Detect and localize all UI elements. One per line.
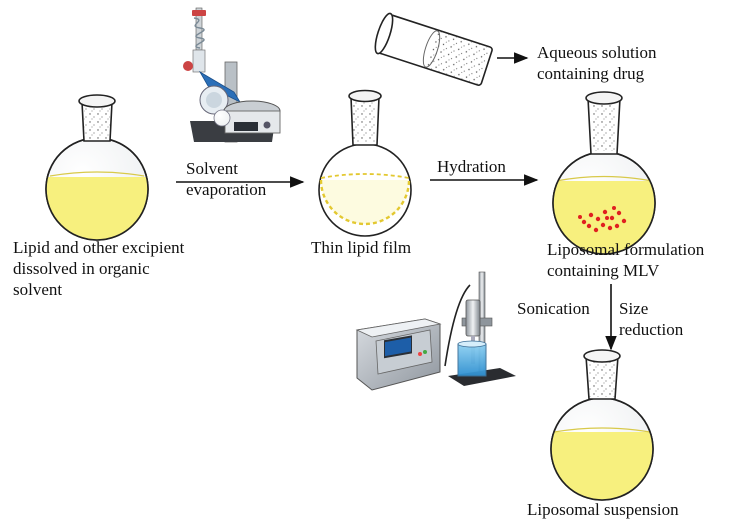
flask-mlv-icon xyxy=(552,91,656,255)
label-liposomal-suspension: Liposomal suspension xyxy=(527,500,679,519)
flask-thin-film-icon xyxy=(318,89,412,237)
rotary-evaporator-icon xyxy=(183,7,281,143)
label-lipid-dissolved: Lipid and other excipient dissolved in o… xyxy=(13,238,185,299)
label-sonication: Sonication xyxy=(517,299,590,318)
label-hydration: Hydration xyxy=(437,157,506,176)
flask-dissolved-icon xyxy=(45,94,149,241)
label-solvent-evaporation: Solvent evaporation xyxy=(186,159,267,199)
label-size-reduction: Size reduction xyxy=(619,299,684,339)
probe-sonicator-icon xyxy=(355,271,516,391)
tilted-beaker-icon xyxy=(374,12,493,86)
label-liposomal-formulation: Liposomal formulation containing MLV xyxy=(547,240,705,280)
label-thin-lipid-film: Thin lipid film xyxy=(311,238,412,257)
label-aqueous-solution: Aqueous solution containing drug xyxy=(537,43,657,83)
flask-suspension-icon xyxy=(550,349,654,501)
drug-dots xyxy=(578,206,627,233)
